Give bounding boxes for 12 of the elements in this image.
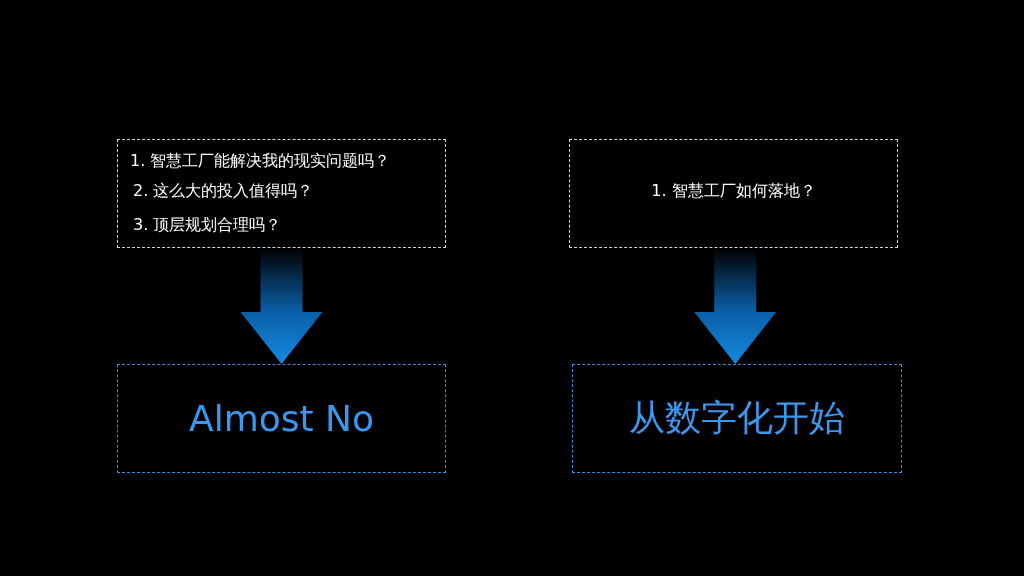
question-box (117, 139, 446, 248)
answer-box (117, 364, 446, 473)
answer-text: 从数字化开始 (629, 396, 845, 440)
arrow (240, 248, 323, 364)
question-text: 1. 智慧工厂如何落地？ (650, 181, 817, 202)
arrow (694, 248, 777, 364)
question-text: 2. 这么大的投入值得吗？ (133, 181, 314, 202)
answer-text: Almost No (189, 398, 374, 439)
question-text: 3. 顶层规划合理吗？ (133, 215, 282, 236)
question-box (569, 139, 898, 248)
question-text: 1. 智慧工厂能解决我的现实问题吗？ (130, 151, 391, 172)
answer-box (572, 364, 902, 473)
